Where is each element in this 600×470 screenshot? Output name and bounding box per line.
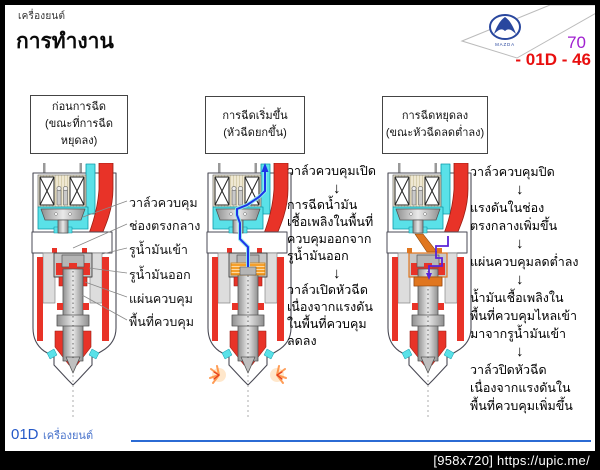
phase-box-line: (ขณะที่การฉีด	[45, 117, 113, 130]
footer: 01D เครื่องยนต์	[11, 426, 93, 444]
step-line: เนื่องจากแรงดันใน	[470, 381, 571, 395]
step-arrow: ↓	[516, 271, 524, 288]
mazda-logo-text: MAZDA	[495, 42, 515, 47]
step-line: ลดลง	[287, 334, 317, 348]
page-title: การทำงาน	[16, 30, 114, 53]
phase-box-line: การฉีดหยุดลง	[401, 109, 469, 122]
part-label-center-chamber: ช่องตรงกลาง	[129, 219, 201, 233]
step-line: พื้นที่ควบคุมเพิ่มขึ้น	[470, 399, 573, 413]
step-arrow: ↓	[516, 343, 524, 360]
doc-code: - 01D - 46	[515, 50, 591, 69]
header-kicker: เครื่องยนต์	[18, 11, 66, 22]
page-number: 70	[567, 33, 586, 52]
step-line: แรงดันในช่อง	[470, 201, 545, 215]
part-label-oil-inlet: รูน้ำมันเข้า	[129, 243, 188, 257]
step-line: วาล์วเปิดหัวฉีด	[287, 283, 368, 297]
injector-diagram-stop	[386, 163, 472, 418]
part-label-control-plate: แผ่นควบคุม	[129, 292, 193, 306]
injector-diagram-start	[206, 163, 292, 418]
footer-section-code: 01D	[11, 426, 39, 443]
step-list-stop: วาล์วควบคุมปิด ↓ แรงดันในช่อง ตรงกลางเพิ…	[470, 163, 595, 415]
slide: เครื่องยนต์ การทำงาน MAZDA 70 - 01D - 46…	[5, 5, 595, 451]
step-line: เนื่องจากแรงดัน	[287, 300, 373, 314]
phase-box-start: การฉีดเริ่มขึ้น (หัวฉีดยกขึ้น)	[205, 96, 305, 154]
step-arrow: ↓	[516, 181, 524, 198]
part-label-control-area: พื้นที่ควบคุม	[129, 315, 194, 329]
watermark-text: [958x720] https://upic.me/	[433, 453, 590, 468]
step-line: พื้นที่ควบคุมไหลเข้า	[470, 309, 577, 323]
step-line: น้ำมันเชื้อเพลิงใน	[470, 291, 564, 305]
step-line: การฉีดน้ำมัน	[287, 198, 358, 212]
spray-flame-left	[209, 365, 227, 384]
phase-box-line: (ขณะหัวฉีดลดต่ำลง)	[385, 127, 485, 139]
spray-flame-right	[269, 365, 287, 384]
fuel-out-arrow	[236, 169, 266, 267]
step-line: วาล์วปิดหัวฉีด	[470, 363, 547, 377]
step-line: รูน้ำมันออก	[287, 249, 349, 263]
injector-diagram-before	[31, 163, 117, 418]
part-label-control-valve: วาล์วควบคุม	[129, 196, 198, 210]
step-line: ตรงกลางเพิ่มขึ้น	[470, 219, 558, 233]
mazda-logo-band: MAZDA	[460, 5, 595, 59]
phase-box-line: หยุดลง)	[60, 135, 98, 148]
phase-box-stop: การฉีดหยุดลง (ขณะหัวฉีดลดต่ำลง)	[382, 96, 488, 154]
step-line: มาจากรูน้ำมันเข้า	[470, 327, 567, 341]
step-line: วาล์วควบคุมเปิด	[287, 164, 376, 178]
phase-box-before: ก่อนการฉีด (ขณะที่การฉีด หยุดลง)	[30, 95, 128, 154]
step-line: เชื้อเพลิงในพื้นที่	[287, 215, 374, 229]
footer-rule	[131, 440, 591, 442]
step-arrow: ↓	[333, 180, 341, 197]
step-line: ควบคุมออกจาก	[287, 232, 372, 246]
phase-box-line: ก่อนการฉีด	[51, 100, 107, 113]
phase-box-line: (หัวฉีดยกขึ้น)	[223, 127, 287, 139]
step-line: แผ่นควบคุมลดต่ำลง	[470, 255, 579, 269]
step-arrow: ↓	[333, 265, 341, 282]
footer-section-label: เครื่องยนต์	[42, 430, 94, 442]
mazda-logo-icon: MAZDA	[489, 14, 521, 47]
step-arrow: ↓	[516, 235, 524, 252]
part-label-oil-outlet: รูน้ำมันออก	[129, 268, 191, 282]
fuel-in-arrow	[428, 236, 449, 274]
step-line: วาล์วควบคุมปิด	[470, 165, 555, 179]
step-list-start: วาล์วควบคุมเปิด ↓ การฉีดน้ำมัน เชื้อเพลิ…	[287, 163, 399, 350]
step-line: ในพื้นที่ควบคุม	[287, 317, 367, 331]
phase-box-line: การฉีดเริ่มขึ้น	[222, 109, 288, 122]
